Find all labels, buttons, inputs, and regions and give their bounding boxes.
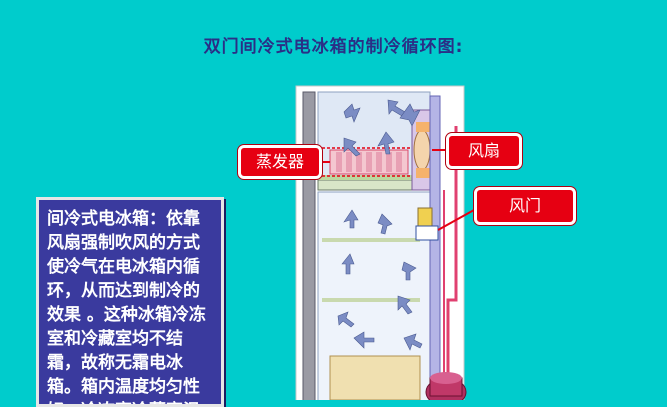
airflow-arrow — [341, 253, 355, 275]
refrigerant-pipe — [446, 126, 458, 396]
fan-label: 风扇 — [446, 133, 522, 169]
crisper-drawer — [329, 355, 421, 400]
airflow-arrow — [343, 103, 361, 123]
evaporator-coil — [322, 147, 430, 177]
airflow-arrows — [337, 99, 423, 351]
diagram-title: 双门间冷式电冰箱的制冷循环图: — [203, 37, 464, 57]
divider-top — [318, 175, 418, 180]
compartment-divider — [317, 179, 419, 191]
airflow-arrow — [337, 311, 355, 328]
airflow-arrow — [401, 261, 417, 281]
damper-grille — [415, 225, 439, 241]
damper-label: 风门 — [474, 187, 576, 225]
airflow-arrow — [353, 331, 375, 349]
airflow-arrow — [343, 137, 361, 157]
leader-line-damper — [437, 209, 475, 231]
airflow-arrow — [343, 209, 359, 229]
airflow-arrow — [377, 213, 393, 235]
air-duct — [429, 95, 441, 397]
cabinet-left-wall — [302, 91, 316, 400]
compressor — [425, 372, 467, 400]
airflow-arrow — [397, 295, 413, 315]
airflow-arrow — [403, 333, 423, 351]
airflow-arrow — [377, 131, 395, 155]
description-box: 间冷式电冰箱：依靠风扇强制吹风的方式使冷气在电冰箱内循环，从而达到制冷的效果 。… — [36, 197, 224, 407]
airflow-arrow — [399, 103, 421, 127]
evaporator-label: 蒸发器 — [238, 145, 322, 179]
